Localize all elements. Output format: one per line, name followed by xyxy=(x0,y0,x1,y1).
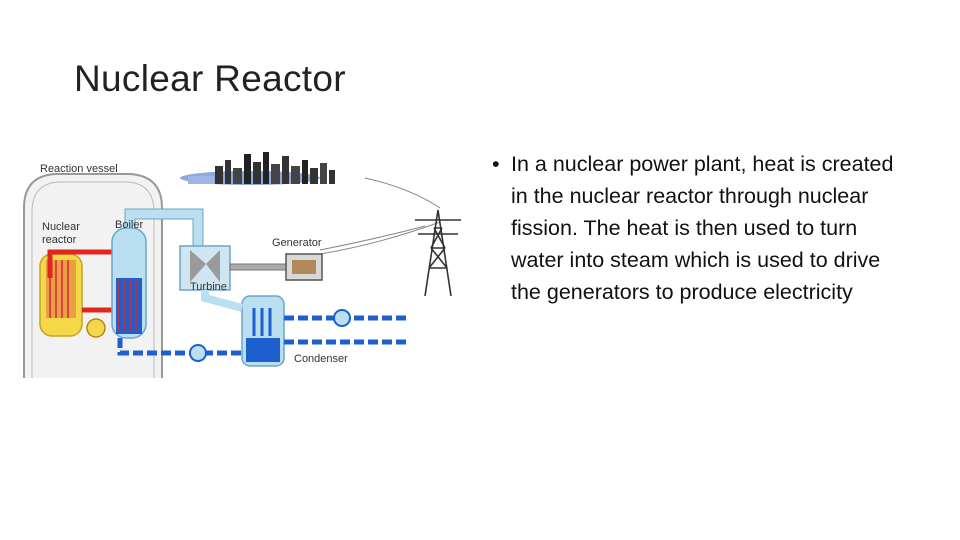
label-condenser: Condenser xyxy=(294,353,348,365)
label-reactor: reactor xyxy=(42,234,77,246)
nuclear-reactor-core xyxy=(39,253,83,337)
power-lines xyxy=(319,177,441,255)
label-nuclear: Nuclear xyxy=(42,221,80,233)
boiler xyxy=(111,227,147,339)
reactor-pump-icon xyxy=(86,318,106,338)
slide-title: Nuclear Reactor xyxy=(74,58,346,99)
cooling-pump-icon xyxy=(333,309,351,327)
steam-line xyxy=(125,209,203,248)
city-skyline xyxy=(180,152,335,185)
label-turbine: Turbine xyxy=(190,281,227,293)
label-boiler: Boiler xyxy=(115,219,143,231)
bullet-marker: • xyxy=(492,152,500,176)
turbine-shaft xyxy=(229,263,287,271)
pylon-icon xyxy=(415,209,461,297)
label-reaction-vessel: Reaction vessel xyxy=(40,163,118,175)
feedwater-pump-icon xyxy=(189,344,207,362)
generator xyxy=(285,253,323,281)
condenser xyxy=(241,295,285,367)
label-generator: Generator xyxy=(272,237,322,249)
bullet-list: • In a nuclear power plant, heat is crea… xyxy=(492,148,912,308)
bullet-item: • In a nuclear power plant, heat is crea… xyxy=(492,148,912,308)
nuclear-power-plant-diagram: Reaction vessel Nuclear reactor Boiler G… xyxy=(23,152,461,378)
bullet-text: In a nuclear power plant, heat is create… xyxy=(511,152,894,304)
